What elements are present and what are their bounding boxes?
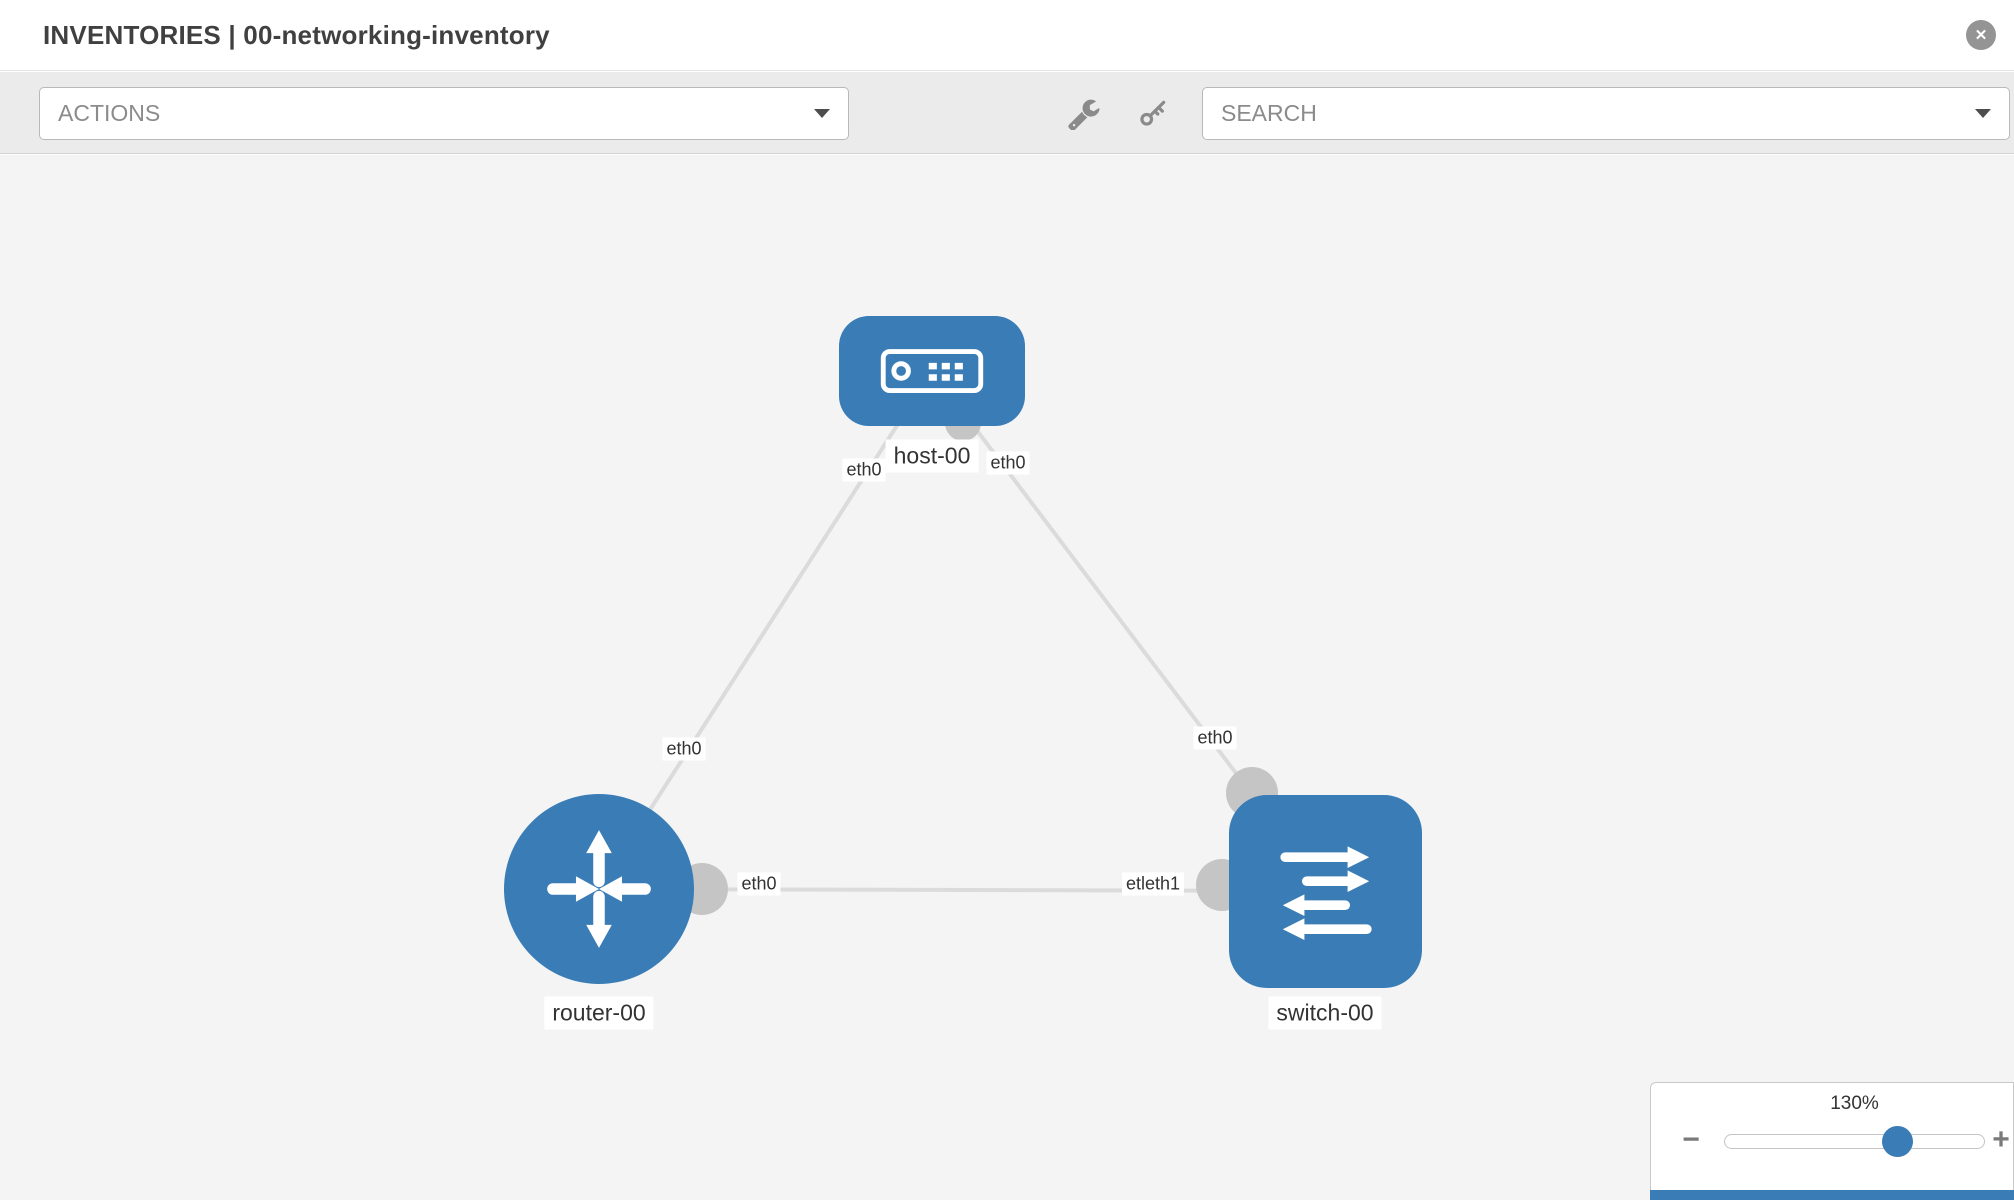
node-label-host: host-00 xyxy=(885,439,979,473)
link-host-router xyxy=(597,369,934,891)
header: INVENTORIES | 00-networking-inventory ✕ xyxy=(0,0,2014,71)
node-host[interactable] xyxy=(839,316,1025,426)
zoom-slider-thumb[interactable] xyxy=(1882,1126,1913,1157)
node-label-switch: switch-00 xyxy=(1268,996,1382,1030)
wrench-icon xyxy=(1068,99,1100,130)
interface-label-host-left: eth0 xyxy=(842,458,886,482)
wrench-button[interactable] xyxy=(1064,92,1106,134)
interface-label-switch-top: eth0 xyxy=(1193,726,1237,750)
router-icon xyxy=(547,830,651,948)
close-button[interactable]: ✕ xyxy=(1966,20,1996,50)
interface-label-host-right: eth0 xyxy=(986,451,1030,475)
chevron-down-icon xyxy=(1975,109,1991,118)
zoom-panel: 130% − + xyxy=(1650,1082,2014,1200)
key-icon xyxy=(1140,100,1166,126)
search-dropdown[interactable]: SEARCH xyxy=(1202,87,2010,140)
chevron-down-icon xyxy=(814,109,830,118)
search-dropdown-label: SEARCH xyxy=(1221,100,1317,126)
zoom-slider[interactable] xyxy=(1724,1126,1985,1157)
actions-dropdown-label: ACTIONS xyxy=(58,100,161,126)
page-title: INVENTORIES | 00-networking-inventory xyxy=(43,20,550,50)
interface-label-router-right: eth0 xyxy=(737,872,781,896)
host-icon xyxy=(880,349,984,393)
close-icon: ✕ xyxy=(1974,26,1988,44)
node-switch[interactable] xyxy=(1229,795,1422,988)
toolbar: ACTIONS SEARCH xyxy=(0,72,2014,154)
topology-links-layer xyxy=(597,369,1327,915)
zoom-level: 130% xyxy=(1830,1093,1879,1114)
zoom-out-button[interactable]: − xyxy=(1674,1123,1708,1157)
actions-dropdown[interactable]: ACTIONS xyxy=(39,87,849,140)
node-label-router: router-00 xyxy=(544,996,654,1030)
node-router[interactable] xyxy=(504,794,694,984)
key-button[interactable] xyxy=(1132,92,1174,134)
topology-canvas[interactable]: host-00 router-00 switch-00 eth0 eth0 et… xyxy=(0,155,2014,1200)
panel-bottom-accent xyxy=(1650,1190,2014,1200)
switch-icon xyxy=(1279,845,1372,940)
interface-label-router-top: eth0 xyxy=(662,737,706,761)
zoom-in-button[interactable]: + xyxy=(1984,1123,2014,1157)
interface-label-switch-left: etleth1 xyxy=(1121,872,1185,896)
